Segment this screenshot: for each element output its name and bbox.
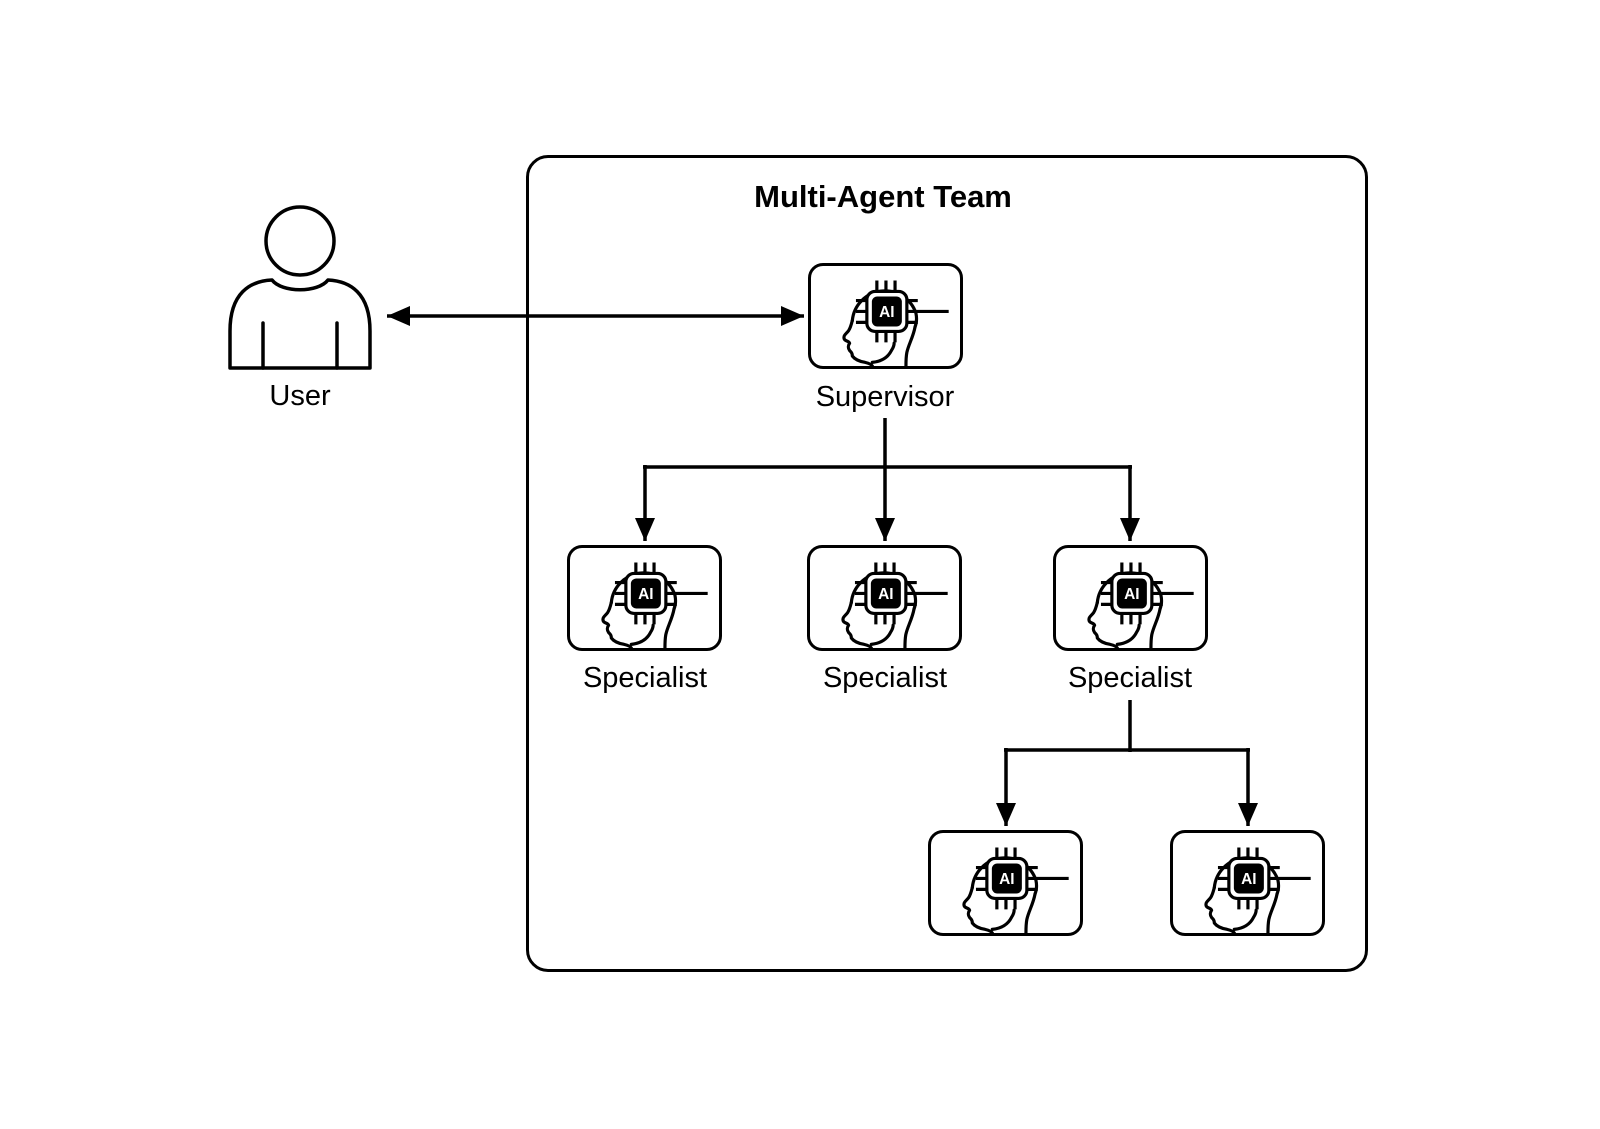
person-body <box>228 278 372 370</box>
ai-chip-head-icon <box>1056 548 1205 648</box>
sub-agent-node-1 <box>928 830 1083 936</box>
person-head <box>264 205 336 277</box>
specialist-node-1 <box>567 545 722 651</box>
person-icon <box>228 205 372 370</box>
supervisor-node <box>808 263 963 369</box>
specialist-label-2: Specialist <box>822 662 948 694</box>
team-title: Multi-Agent Team <box>754 179 1012 214</box>
ai-chip-head-icon <box>570 548 719 648</box>
person-sleeves <box>261 321 339 370</box>
sub-agent-node-2 <box>1170 830 1325 936</box>
ai-chip-head-icon <box>810 548 959 648</box>
ai-chip-head-icon <box>1173 833 1322 933</box>
specialist-label-1: Specialist <box>582 662 708 694</box>
specialist-label-3: Specialist <box>1067 662 1193 694</box>
supervisor-label: Supervisor <box>815 381 955 413</box>
user-label: User <box>269 380 331 412</box>
ai-chip-head-icon <box>931 833 1080 933</box>
specialist-node-3 <box>1053 545 1208 651</box>
specialist-node-2 <box>807 545 962 651</box>
ai-chip-head-icon <box>811 266 960 366</box>
multi-agent-team-container <box>526 155 1368 972</box>
